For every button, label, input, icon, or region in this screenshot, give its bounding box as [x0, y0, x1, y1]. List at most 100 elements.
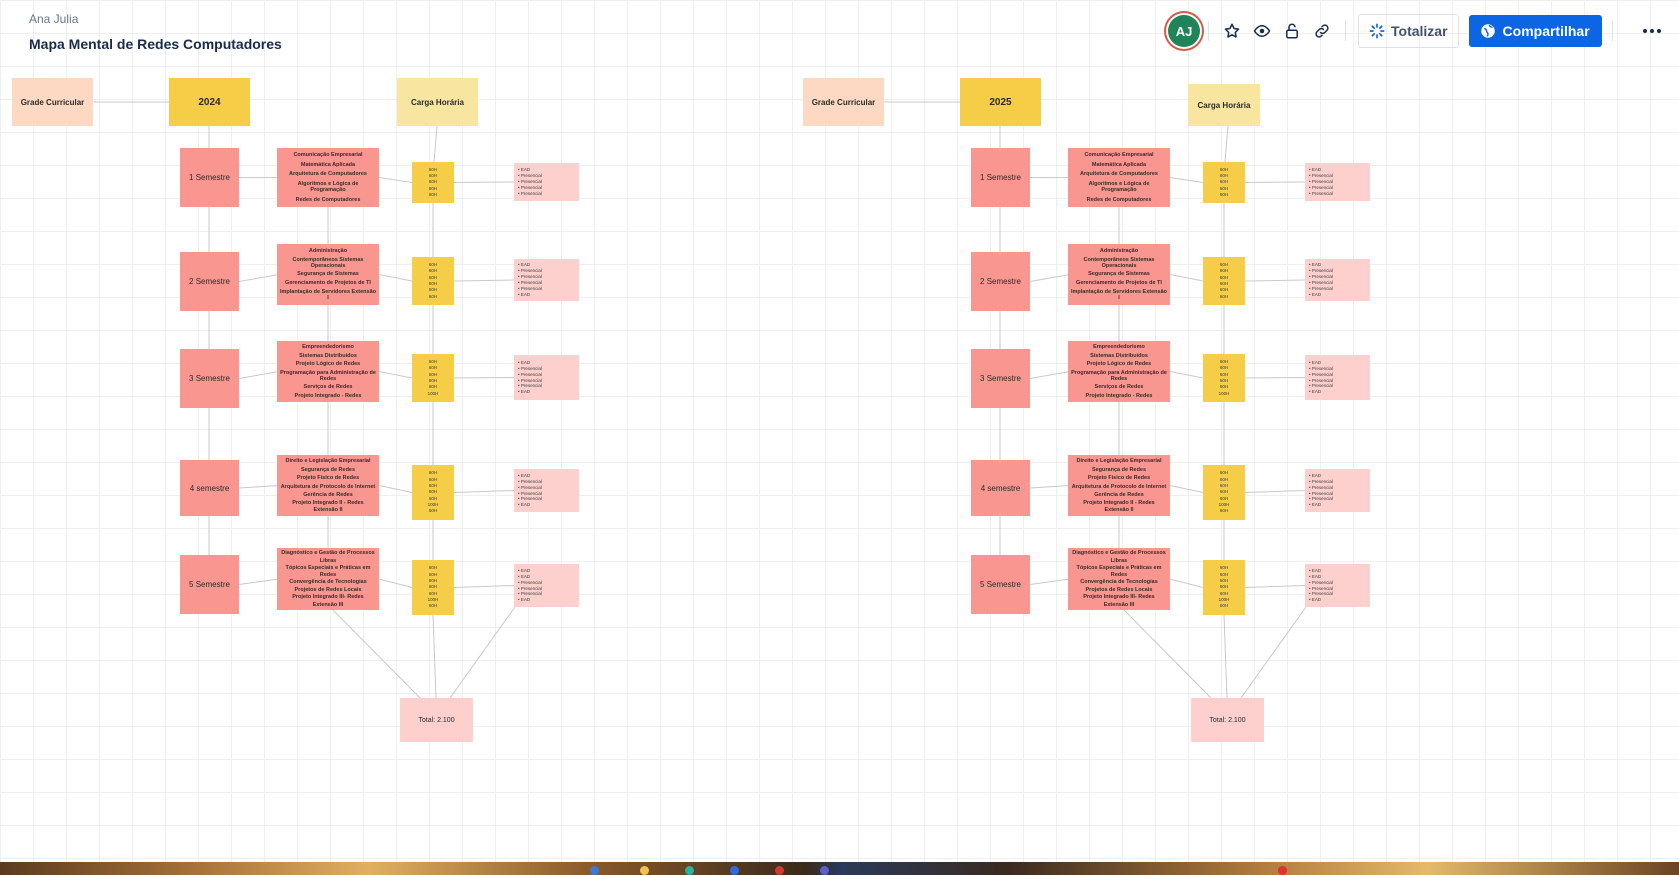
loader-icon [1369, 23, 1385, 39]
connector-line [432, 614, 437, 699]
taskbar-app-icon[interactable] [685, 866, 694, 875]
modality-item: • Presencial [1309, 365, 1333, 371]
modality-node[interactable]: • EAD• Presencial• Presencial• Presencia… [1305, 163, 1370, 201]
hours-item: 100H [1218, 501, 1230, 507]
modality-node[interactable]: • EAD• EAD• Presencial• Presencial• Pres… [514, 564, 579, 607]
more-horizontal-icon[interactable] [1637, 16, 1667, 46]
semester-node[interactable]: 4 semestre [971, 460, 1030, 516]
hours-item: 60H [1219, 173, 1229, 179]
hours-item: 60H [1219, 179, 1229, 185]
modality-node[interactable]: • EAD• Presencial• Presencial• Presencia… [514, 163, 579, 201]
modality-item: • Presencial [1309, 591, 1333, 597]
year-node[interactable]: 2025 [960, 78, 1041, 126]
grade-curricular-node[interactable]: Grade Curricular [803, 78, 884, 126]
eye-icon[interactable] [1247, 16, 1277, 46]
page-title[interactable]: Mapa Mental de Redes Computadores [29, 36, 282, 52]
semester-label: 3 Semestre [189, 374, 230, 383]
carga-horaria-node[interactable]: Carga Horária [1188, 84, 1260, 126]
taskbar-app-icon[interactable] [730, 866, 739, 875]
grade-curricular-node[interactable]: Grade Curricular [12, 78, 93, 126]
taskbar-app-icon[interactable] [1278, 866, 1287, 875]
modality-node[interactable]: • EAD• Presencial• Presencial• Presencia… [514, 259, 579, 301]
modality-item: • Presencial [1309, 280, 1333, 285]
modality-item: • Presencial [518, 579, 542, 585]
link-icon[interactable] [1307, 16, 1337, 46]
semester-node[interactable]: 5 Semestre [180, 555, 239, 614]
hours-item: 60H [428, 590, 438, 596]
semester-node[interactable]: 5 Semestre [971, 555, 1030, 614]
total-node[interactable]: Total: 2.100 [400, 698, 473, 742]
modality-node[interactable]: • EAD• Presencial• Presencial• Presencia… [1305, 259, 1370, 301]
taskbar-app-icon[interactable] [775, 866, 784, 875]
taskbar-app-icon[interactable] [590, 866, 599, 875]
modality-node[interactable]: • EAD• Presencial• Presencial• Presencia… [1305, 469, 1370, 512]
connector-line [1244, 585, 1306, 588]
share-label: Compartilhar [1502, 23, 1590, 39]
share-button[interactable]: Compartilhar [1468, 15, 1602, 47]
hours-item: 60H [428, 584, 438, 590]
semester-node[interactable]: 2 Semestre [971, 252, 1030, 311]
subject-item: Arquitetura de Computadores [289, 171, 367, 178]
total-label: Total: 2.100 [1209, 716, 1246, 724]
subject-item: Matemática Aplicada [1091, 161, 1147, 168]
modality-item: • EAD [1309, 502, 1322, 508]
modality-item: • EAD [518, 502, 531, 508]
connector-line [378, 274, 413, 282]
lock-icon[interactable] [1277, 16, 1307, 46]
semester-node[interactable]: 3 Semestre [971, 349, 1030, 408]
subject-item: Serviços de Redes [303, 384, 353, 391]
hours-item: 60H [428, 365, 438, 371]
semester-label: 4 semestre [189, 483, 230, 493]
hours-item: 60H [1219, 281, 1229, 286]
modality-item: • Presencial [518, 383, 542, 389]
subject-item: Direito e Legislação Empresarial [1076, 458, 1162, 465]
avatar[interactable]: AJ [1168, 15, 1200, 47]
star-icon[interactable] [1217, 16, 1247, 46]
modality-node[interactable]: • EAD• Presencial• Presencial• Presencia… [514, 469, 579, 512]
semester-node[interactable]: 1 Semestre [180, 148, 239, 207]
taskbar-app-icon[interactable] [820, 866, 829, 875]
taskbar-app-icon[interactable] [640, 866, 649, 875]
total-node[interactable]: Total: 2.100 [1191, 698, 1264, 742]
semester-node[interactable]: 2 Semestre [180, 252, 239, 311]
subject-item: Sistemas Distribuídos [299, 352, 357, 359]
modality-item: • EAD [518, 573, 531, 579]
year-node[interactable]: 2024 [169, 78, 250, 126]
semester-node[interactable]: 4 semestre [180, 460, 239, 516]
semester-node[interactable]: 3 Semestre [180, 349, 239, 408]
subject-item: Arquitetura de Protocolo de Internet [1071, 483, 1167, 490]
modality-node[interactable]: • EAD• EAD• Presencial• Presencial• Pres… [1305, 564, 1370, 607]
semester-node[interactable]: 1 Semestre [971, 148, 1030, 207]
modality-item: • Presencial [1309, 190, 1333, 196]
modality-node[interactable]: • EAD• Presencial• Presencial• Presencia… [1305, 355, 1370, 400]
modality-item: • Presencial [518, 285, 542, 291]
carga-horaria-node[interactable]: Carga Horária [397, 78, 478, 126]
totalizar-button[interactable]: Totalizar [1358, 14, 1459, 48]
modality-item: • EAD [1309, 359, 1322, 365]
modality-item: • EAD [1309, 291, 1322, 297]
modality-node[interactable]: • EAD• Presencial• Presencial• Presencia… [514, 355, 579, 400]
totalizar-label: Totalizar [1391, 23, 1448, 39]
connector-line [433, 125, 438, 163]
